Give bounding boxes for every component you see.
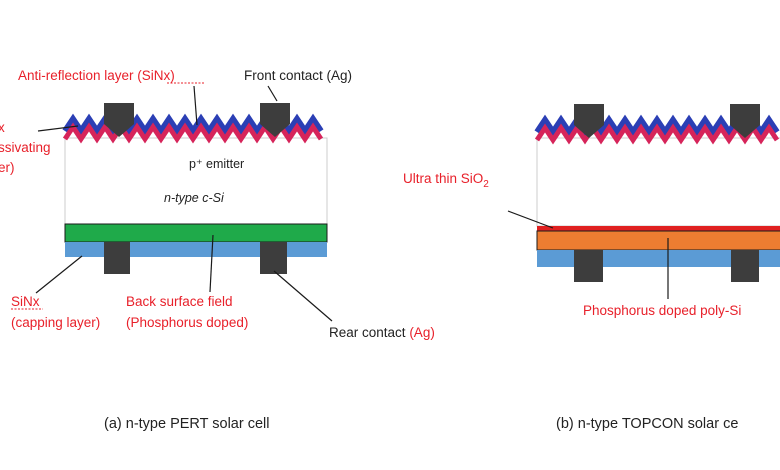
b-front-contact-left <box>574 104 604 138</box>
a-bsf-label-2: (Phosphorus doped) <box>126 315 248 330</box>
a-front-contact-left <box>104 103 134 137</box>
b-poly-label: Phosphorus doped poly-Si <box>583 303 741 318</box>
a-bsf-label-1: Back surface field <box>126 294 233 309</box>
panel-b: Ultra thin SiO2 Phosphorus doped poly-Si… <box>403 104 780 432</box>
a-base-label: n-type c-Si <box>164 191 225 205</box>
a-bulk-silicon <box>64 137 328 225</box>
a-rear-contact-label: Rear contact (Ag) <box>329 325 435 340</box>
a-back-surface-field <box>64 223 328 243</box>
a-rear-contact-ag: (Ag) <box>409 325 435 340</box>
a-passivating-leader <box>37 125 79 132</box>
b-bulk-silicon <box>536 137 780 227</box>
a-bsf-leader <box>209 234 214 293</box>
a-rear-contact-left <box>104 242 130 274</box>
b-front-contact-right <box>730 104 760 138</box>
b-oxide-layer <box>537 226 780 231</box>
a-front-contact-label: Front contact (Ag) <box>244 68 352 83</box>
a-front-contact-right <box>260 103 290 137</box>
a-caption: (a) n-type PERT solar cell <box>104 416 269 432</box>
b-rear-contact-right <box>731 250 759 282</box>
b-caption: (b) n-type TOPCON solar ce <box>556 416 738 432</box>
b-rear-contact-left <box>574 250 603 282</box>
a-passivating-label-1: x <box>0 120 5 135</box>
a-rear-contact-right <box>260 242 287 274</box>
b-poly-si-layer <box>536 230 780 251</box>
a-anti-reflection-label: Anti-reflection layer (SiNx) <box>18 68 175 83</box>
a-emitter-label: p⁺ emitter <box>189 157 244 171</box>
a-sinx-label-1: SiNx <box>11 294 40 309</box>
a-arc-leader <box>193 85 198 126</box>
b-oxide-sub: 2 <box>483 179 489 190</box>
b-oxide-leader <box>507 210 554 229</box>
a-passivating-label-2: ssivating <box>0 140 51 155</box>
a-sinx-leader <box>35 255 83 294</box>
a-front-contact-leader <box>267 85 278 102</box>
panel-a: Anti-reflection layer (SiNx) Front conta… <box>0 68 435 432</box>
a-passivating-label-3: er) <box>0 160 15 175</box>
a-rear-contact-leader <box>273 270 333 322</box>
a-sinx-label-2: (capping layer) <box>11 315 100 330</box>
b-oxide-label: Ultra thin SiO2 <box>403 171 489 190</box>
